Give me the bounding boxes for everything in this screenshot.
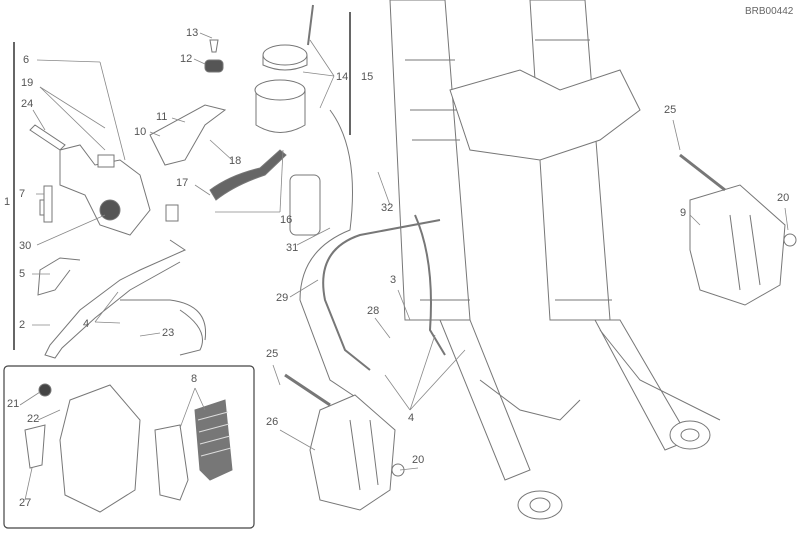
callout-26: 26	[266, 416, 279, 428]
inset-parts	[24, 383, 233, 513]
callout-4: 4	[408, 412, 415, 424]
callout-5: 5	[19, 268, 26, 280]
callout-17: 17	[176, 177, 189, 189]
callout-2: 2	[19, 319, 26, 331]
callout-4: 4	[83, 318, 90, 330]
inset-box	[3, 365, 255, 529]
callout-9: 9	[680, 207, 687, 219]
caliper-left	[284, 373, 405, 511]
callout-15: 15	[361, 71, 374, 83]
callout-8: 8	[191, 373, 198, 385]
leader-lines	[19, 32, 789, 501]
callout-19: 19	[21, 77, 34, 89]
hose-clamp	[289, 174, 321, 236]
diagram-code: BRB00442	[745, 6, 794, 17]
callout-10: 10	[134, 126, 147, 138]
callout-6: 6	[23, 54, 30, 66]
callout-30: 30	[19, 240, 32, 252]
callout-20: 20	[777, 192, 790, 204]
callout-1: 1	[4, 196, 11, 208]
callout-11: 11	[156, 111, 168, 123]
callout-16: 16	[280, 214, 293, 226]
brake-hose-main	[322, 214, 446, 371]
fork-left	[389, 0, 563, 520]
callout-25: 25	[664, 104, 677, 116]
brake-hose-upper	[120, 299, 207, 356]
callout-29: 29	[276, 292, 289, 304]
caliper-right	[679, 153, 797, 306]
callout-18: 18	[229, 155, 242, 167]
callout-27: 27	[19, 497, 32, 509]
brake-hose-secondary	[299, 109, 361, 401]
reservoir	[149, 4, 314, 201]
callout-28: 28	[367, 305, 380, 317]
brake-lever	[44, 239, 187, 359]
callout-22: 22	[27, 413, 40, 425]
switch-cable	[37, 257, 81, 296]
triple-clamp	[449, 69, 721, 421]
callout-20: 20	[412, 454, 425, 466]
callout-31: 31	[286, 242, 299, 254]
fork-right	[529, 0, 711, 451]
lever-bolt	[29, 124, 66, 151]
callout-12: 12	[180, 53, 193, 65]
callout-25: 25	[266, 348, 279, 360]
callout-14: 14	[336, 71, 349, 83]
callout-21: 21	[7, 398, 20, 410]
callout-13: 13	[186, 27, 199, 39]
callout-3: 3	[390, 274, 397, 286]
master-cylinder	[39, 144, 179, 236]
callout-7: 7	[19, 188, 26, 200]
callout-32: 32	[381, 202, 394, 214]
callout-24: 24	[21, 98, 34, 110]
callout-23: 23	[162, 327, 175, 339]
